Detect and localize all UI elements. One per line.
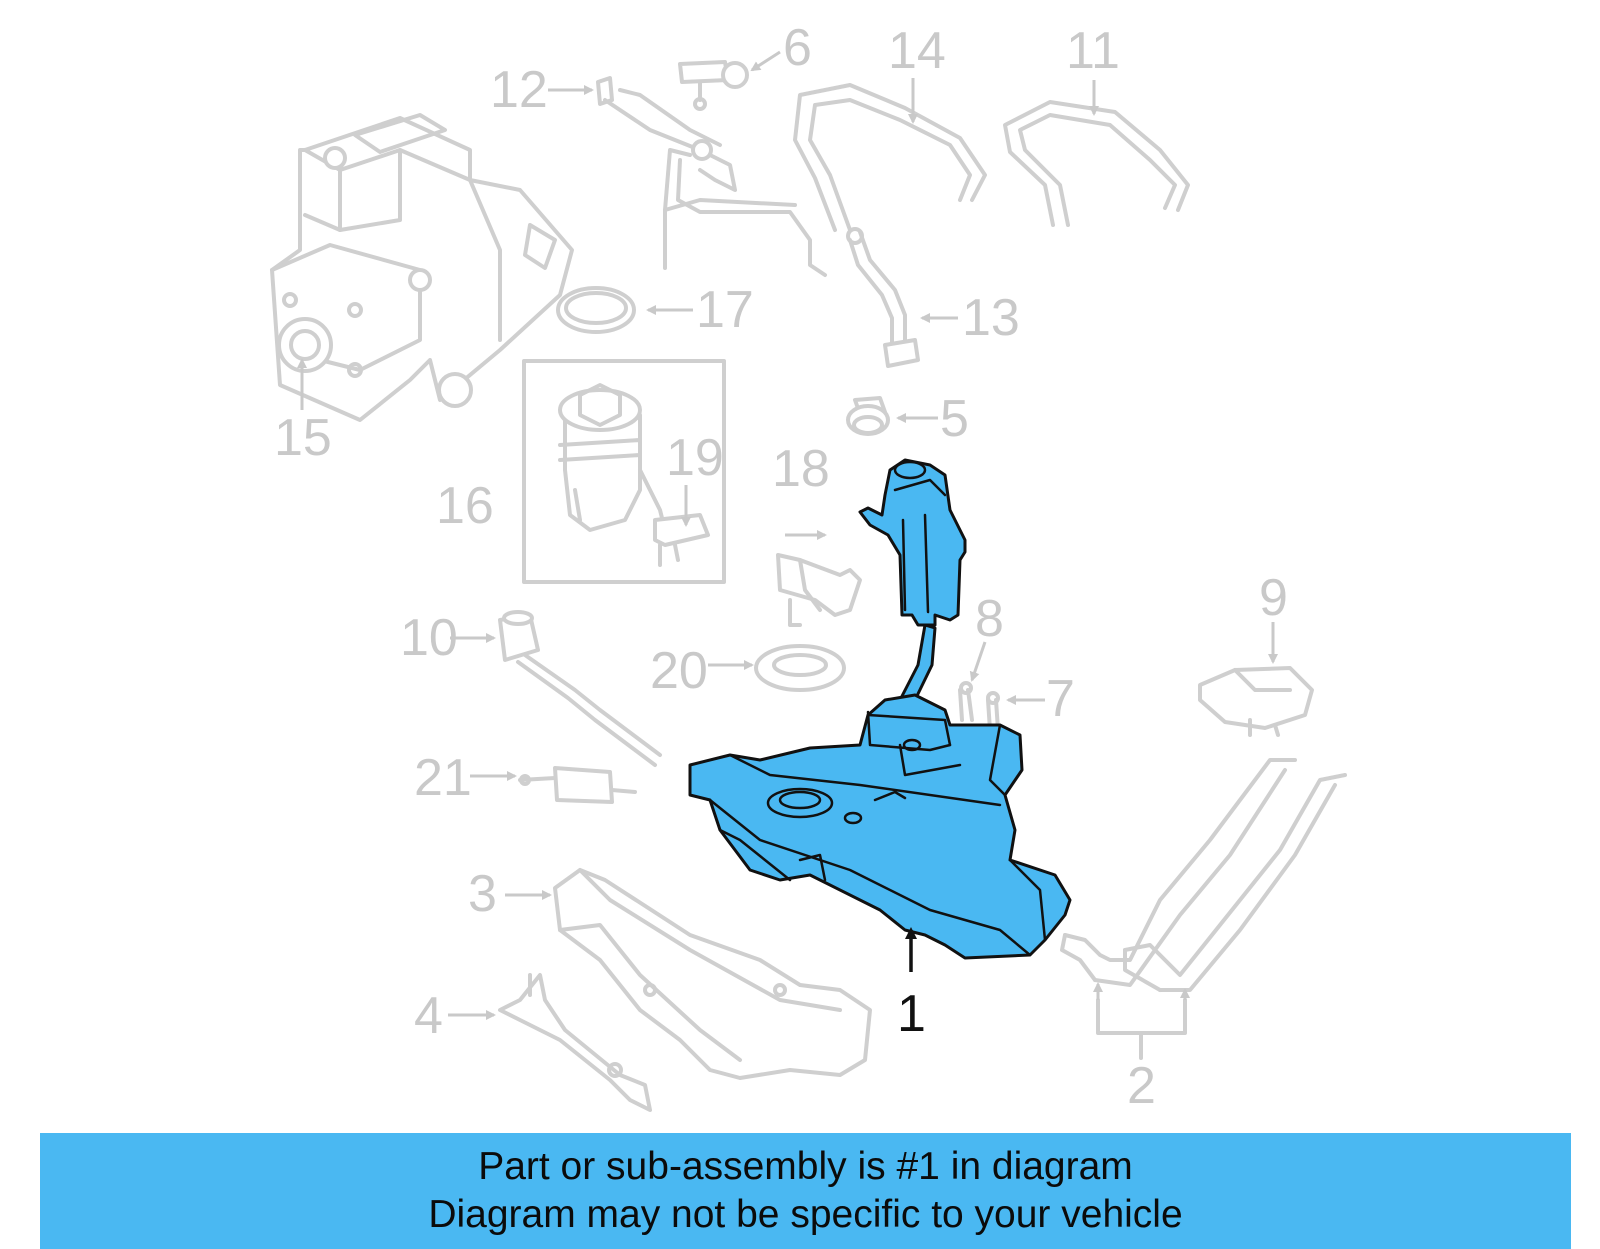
part-1-fuel-tank [688,458,1072,960]
callout-3: 3 [468,865,497,923]
callout-7: 7 [1046,670,1075,728]
part-15-pump [270,113,574,422]
callout-9: 9 [1259,569,1288,627]
callout-8: 8 [975,590,1004,648]
part-9-bracket [1198,666,1314,737]
callout-16: 16 [436,477,494,535]
callout-2: 2 [1127,1057,1156,1115]
part-2-straps [1060,758,1347,1060]
callout-15: 15 [274,409,332,467]
callout-6: 6 [783,19,812,77]
callout-10: 10 [400,609,458,667]
part-13-hose [846,227,920,368]
callout-11: 11 [1066,22,1120,80]
part-10-filter [498,610,662,767]
callout-19: 19 [666,429,724,487]
callout-17: 17 [696,281,754,339]
callout-13: 13 [962,289,1020,347]
banner-line-disclaimer: Diagram may not be specific to your vehi… [428,1193,1183,1236]
callout-1: 1 [897,985,926,1043]
info-banner: Part or sub-assembly is #1 in diagram Di… [40,1133,1571,1249]
part-3-heat-shield [553,868,872,1080]
part-14-hose [793,83,987,232]
part-19-sensor [653,513,710,567]
callout-18: 18 [772,440,830,498]
part-5-cap [846,396,890,436]
part-4-bracket [498,973,652,1112]
callout-12: 12 [490,61,548,119]
part-6-valve [678,60,749,111]
banner-line-part-number: Part or sub-assembly is #1 in diagram [478,1145,1133,1188]
part-20-seal-ring [754,644,846,692]
part-8-fitting [958,681,974,722]
part-21-fuel-filter [518,766,637,804]
callout-21: 21 [414,749,472,807]
callout-5: 5 [940,390,969,448]
part-18-shield [776,553,862,627]
part-11-hose [1003,100,1190,227]
callout-14: 14 [888,22,946,80]
part-16-pump-kit-box [522,359,726,584]
part-17-seal-ring [556,286,636,334]
callout-4: 4 [414,987,443,1045]
callout-20: 20 [650,642,708,700]
part-12-sender-line [596,76,827,277]
